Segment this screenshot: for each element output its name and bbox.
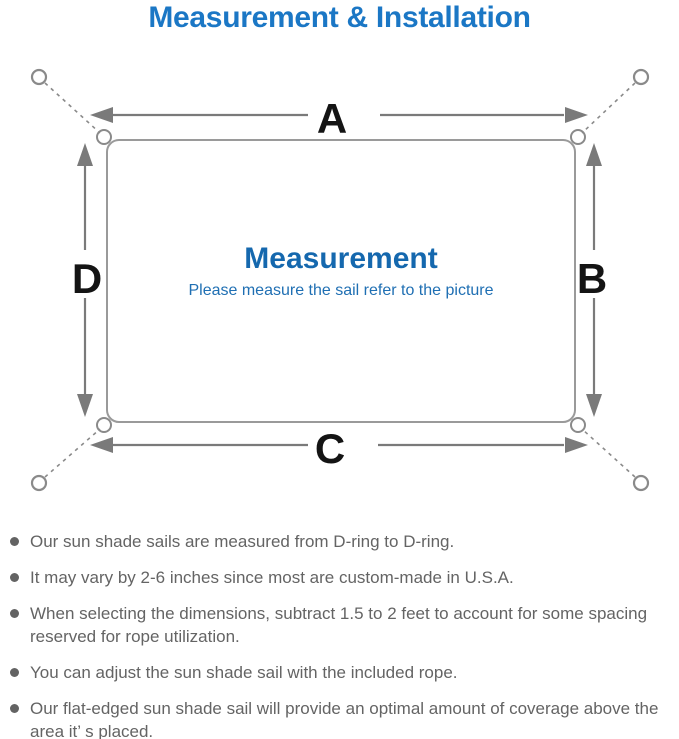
measurement-diagram: A C D B Measurement Please measure the s… — [30, 68, 650, 492]
corner-d-ring-icons — [96, 129, 586, 433]
notes-list: Our sun shade sails are measured from D-… — [10, 530, 670, 739]
dimension-arrow-d — [77, 143, 93, 417]
sail-outline — [106, 139, 576, 423]
dimension-label-a: A — [317, 95, 347, 142]
anchor-ring-icon — [30, 474, 48, 492]
bullet-icon — [10, 704, 19, 713]
anchor-ring-icons — [30, 68, 650, 492]
list-item: You can adjust the sun shade sail with t… — [10, 661, 670, 684]
bullet-icon — [10, 609, 19, 618]
anchor-ring-icon — [632, 474, 650, 492]
measurement-heading: Measurement — [244, 242, 437, 275]
dimension-label-b: B — [577, 255, 607, 302]
list-item: It may vary by 2-6 inches since most are… — [10, 566, 670, 589]
dimension-label-d: D — [72, 255, 102, 302]
dimension-arrow-a — [90, 107, 588, 123]
bullet-icon — [10, 537, 19, 546]
rope-line — [44, 82, 101, 134]
list-item: When selecting the dimensions, subtract … — [10, 602, 670, 648]
note-text: Our sun shade sails are measured from D-… — [30, 532, 455, 551]
page-title: Measurement & Installation — [148, 1, 531, 34]
corner-d-ring-icon — [96, 417, 112, 433]
anchor-ring-icon — [30, 68, 48, 86]
list-item: Our sun shade sails are measured from D-… — [10, 530, 670, 553]
rope-line — [581, 428, 636, 478]
corner-d-ring-icon — [570, 417, 586, 433]
note-text: You can adjust the sun shade sail with t… — [30, 663, 458, 682]
note-text: When selecting the dimensions, subtract … — [30, 604, 648, 646]
anchor-ring-icon — [632, 68, 650, 86]
bullet-icon — [10, 668, 19, 677]
corner-d-ring-icon — [96, 129, 112, 145]
bullet-icon — [10, 573, 19, 582]
corner-d-ring-icon — [570, 129, 586, 145]
measurement-subheading: Please measure the sail refer to the pic… — [188, 282, 493, 299]
dimension-arrow-b — [586, 143, 602, 417]
note-text: It may vary by 2-6 inches since most are… — [30, 568, 514, 587]
dimension-arrow-c — [90, 437, 588, 453]
dimension-label-c: C — [315, 425, 345, 472]
rope-line — [581, 82, 636, 134]
rope-line — [44, 428, 101, 478]
note-text: Our flat-edged sun shade sail will provi… — [30, 699, 659, 739]
list-item: Our flat-edged sun shade sail will provi… — [10, 697, 670, 739]
